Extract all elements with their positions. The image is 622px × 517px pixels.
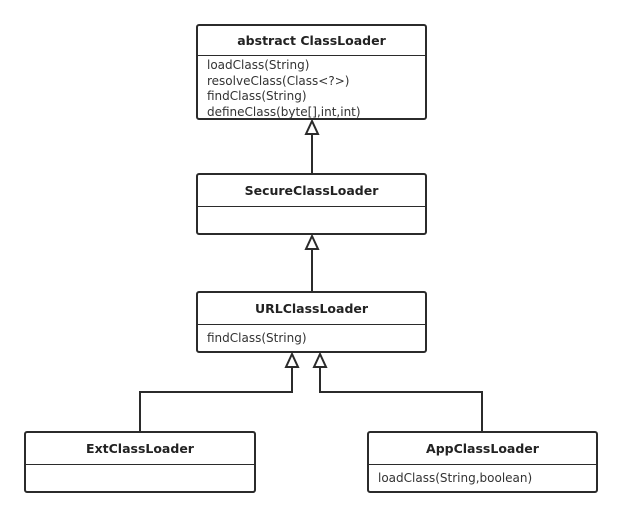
method-item: resolveClass(Class<?>) [207,73,350,88]
method-item: defineClass(byte[],int,int) [207,104,361,119]
class-name: ExtClassLoader [26,433,254,465]
inheritance-arrow-icon [284,351,300,368]
class-box-classloader: abstract ClassLoader loadClass(String) r… [196,24,427,120]
class-box-extclassloader: ExtClassLoader [24,431,256,493]
method-item: loadClass(String,boolean) [378,471,533,485]
edge-ext-to-url [139,367,293,431]
class-name: SecureClassLoader [198,175,425,207]
inheritance-arrow-icon [304,118,320,135]
method-item: loadClass(String) [207,58,310,72]
inheritance-arrow-icon [304,233,320,250]
inheritance-arrow-icon [312,351,328,368]
method-item: findClass(String) [207,89,307,103]
method-item: findClass(String) [207,331,307,345]
method-list: findClass(String) [198,325,425,347]
edge-app-to-url [319,367,483,431]
method-list [26,465,254,467]
class-name: AppClassLoader [369,433,596,465]
method-list: loadClass(String,boolean) [369,465,596,487]
class-box-urlclassloader: URLClassLoader findClass(String) [196,291,427,353]
class-name: abstract ClassLoader [198,26,425,56]
class-name: URLClassLoader [198,293,425,325]
class-box-appclassloader: AppClassLoader loadClass(String,boolean) [367,431,598,493]
class-box-secureclassloader: SecureClassLoader [196,173,427,235]
method-list: loadClass(String) resolveClass(Class<?>)… [198,56,425,119]
method-list [198,207,425,209]
